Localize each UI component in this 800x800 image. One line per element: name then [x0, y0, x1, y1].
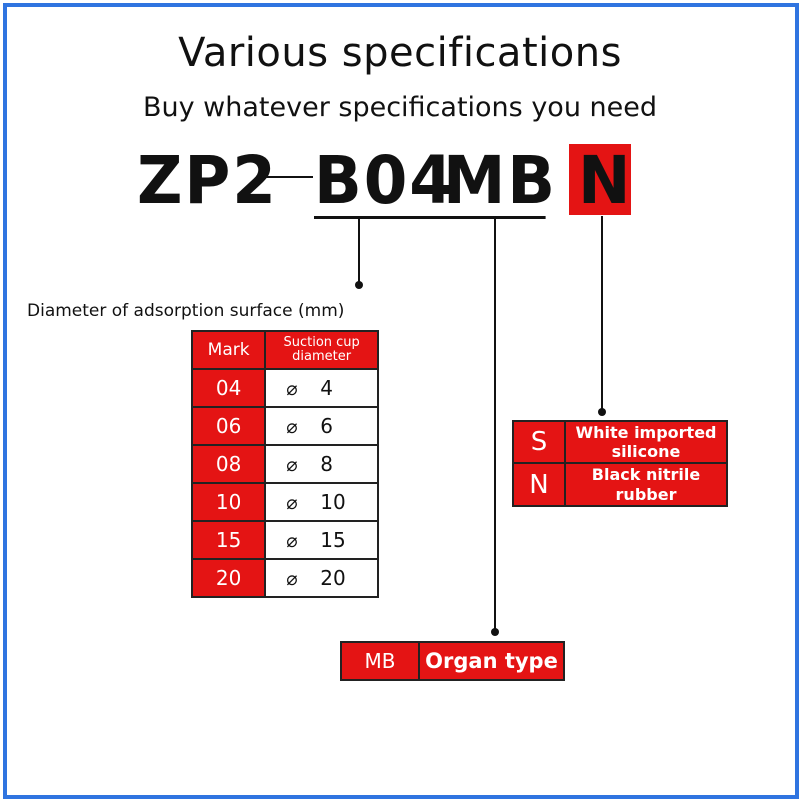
diameter-caption: Diameter of adsorption surface (mm) — [27, 301, 345, 321]
connector-material-dot — [598, 408, 606, 416]
mark-cell: 04 — [190, 368, 267, 408]
diameter-symbol-icon: ⌀ — [286, 492, 298, 514]
diameter-value: 6 — [320, 414, 334, 438]
diameter-symbol-icon: ⌀ — [286, 454, 298, 476]
connector-type — [494, 218, 496, 632]
page-subtitle: Buy whatever specifications you need — [142, 92, 657, 123]
diameter-table-header: Mark Suction cup diameter — [190, 330, 379, 370]
connector-size-dot — [355, 281, 363, 289]
diameter-cell: ⌀6 — [264, 406, 379, 446]
code-size: B04 — [314, 142, 455, 219]
material-code-cell: N — [512, 462, 566, 507]
type-row: MB Organ type — [340, 641, 565, 681]
diameter-cell: ⌀8 — [264, 444, 379, 484]
diameter-value: 20 — [320, 566, 346, 590]
page-title: Various specifications — [178, 30, 622, 76]
diameter-symbol-icon: ⌀ — [286, 568, 298, 590]
diameter-row: 20 ⌀ 20 — [190, 558, 379, 598]
material-code-cell: S — [512, 419, 566, 465]
type-code-cell: MB — [340, 641, 420, 681]
diameter-value: 10 — [320, 490, 346, 514]
diameter-value: 8 — [320, 452, 334, 476]
diameter-row: 06⌀6 — [190, 406, 379, 446]
diameter-cell: ⌀ 20 — [264, 558, 379, 598]
mark-cell: 15 — [190, 520, 267, 560]
material-description-cell: Black nitrile rubber — [564, 462, 728, 507]
connector-size — [358, 218, 360, 285]
mark-cell: 08 — [190, 444, 267, 484]
material-description-cell: White imported silicone — [564, 419, 728, 465]
page-frame — [3, 3, 799, 799]
connector-material — [601, 216, 603, 412]
mark-cell: 06 — [190, 406, 267, 446]
connector-type-dot — [491, 628, 499, 636]
mark-cell: 20 — [190, 558, 267, 598]
diameter-value: 4 — [320, 376, 334, 400]
diameter-row: 08⌀8 — [190, 444, 379, 484]
diameter-row: 15 ⌀ 15 — [190, 520, 379, 560]
diameter-cell: ⌀ 15 — [264, 520, 379, 560]
diameter-symbol-icon: ⌀ — [286, 530, 298, 552]
diameter-symbol-icon: ⌀ — [286, 416, 298, 438]
code-prefix: ZP2 — [137, 142, 278, 219]
code-material: N — [578, 142, 633, 219]
mark-cell: 10 — [190, 482, 267, 522]
col-diameter-header: Suction cup diameter — [264, 330, 379, 370]
type-table: MB Organ type — [340, 641, 565, 681]
diameter-row: 04⌀4 — [190, 368, 379, 408]
code-separator-line — [258, 176, 313, 178]
diameter-cell: ⌀ 10 — [264, 482, 379, 522]
code-type: MB — [443, 142, 557, 219]
type-description-cell: Organ type — [418, 641, 565, 681]
diameter-value: 15 — [320, 528, 346, 552]
diameter-symbol-icon: ⌀ — [286, 378, 298, 400]
code-material-highlight — [569, 144, 631, 215]
col-mark-header: Mark — [190, 330, 267, 370]
diameter-cell: ⌀4 — [264, 368, 379, 408]
diameter-row: 10 ⌀ 10 — [190, 482, 379, 522]
